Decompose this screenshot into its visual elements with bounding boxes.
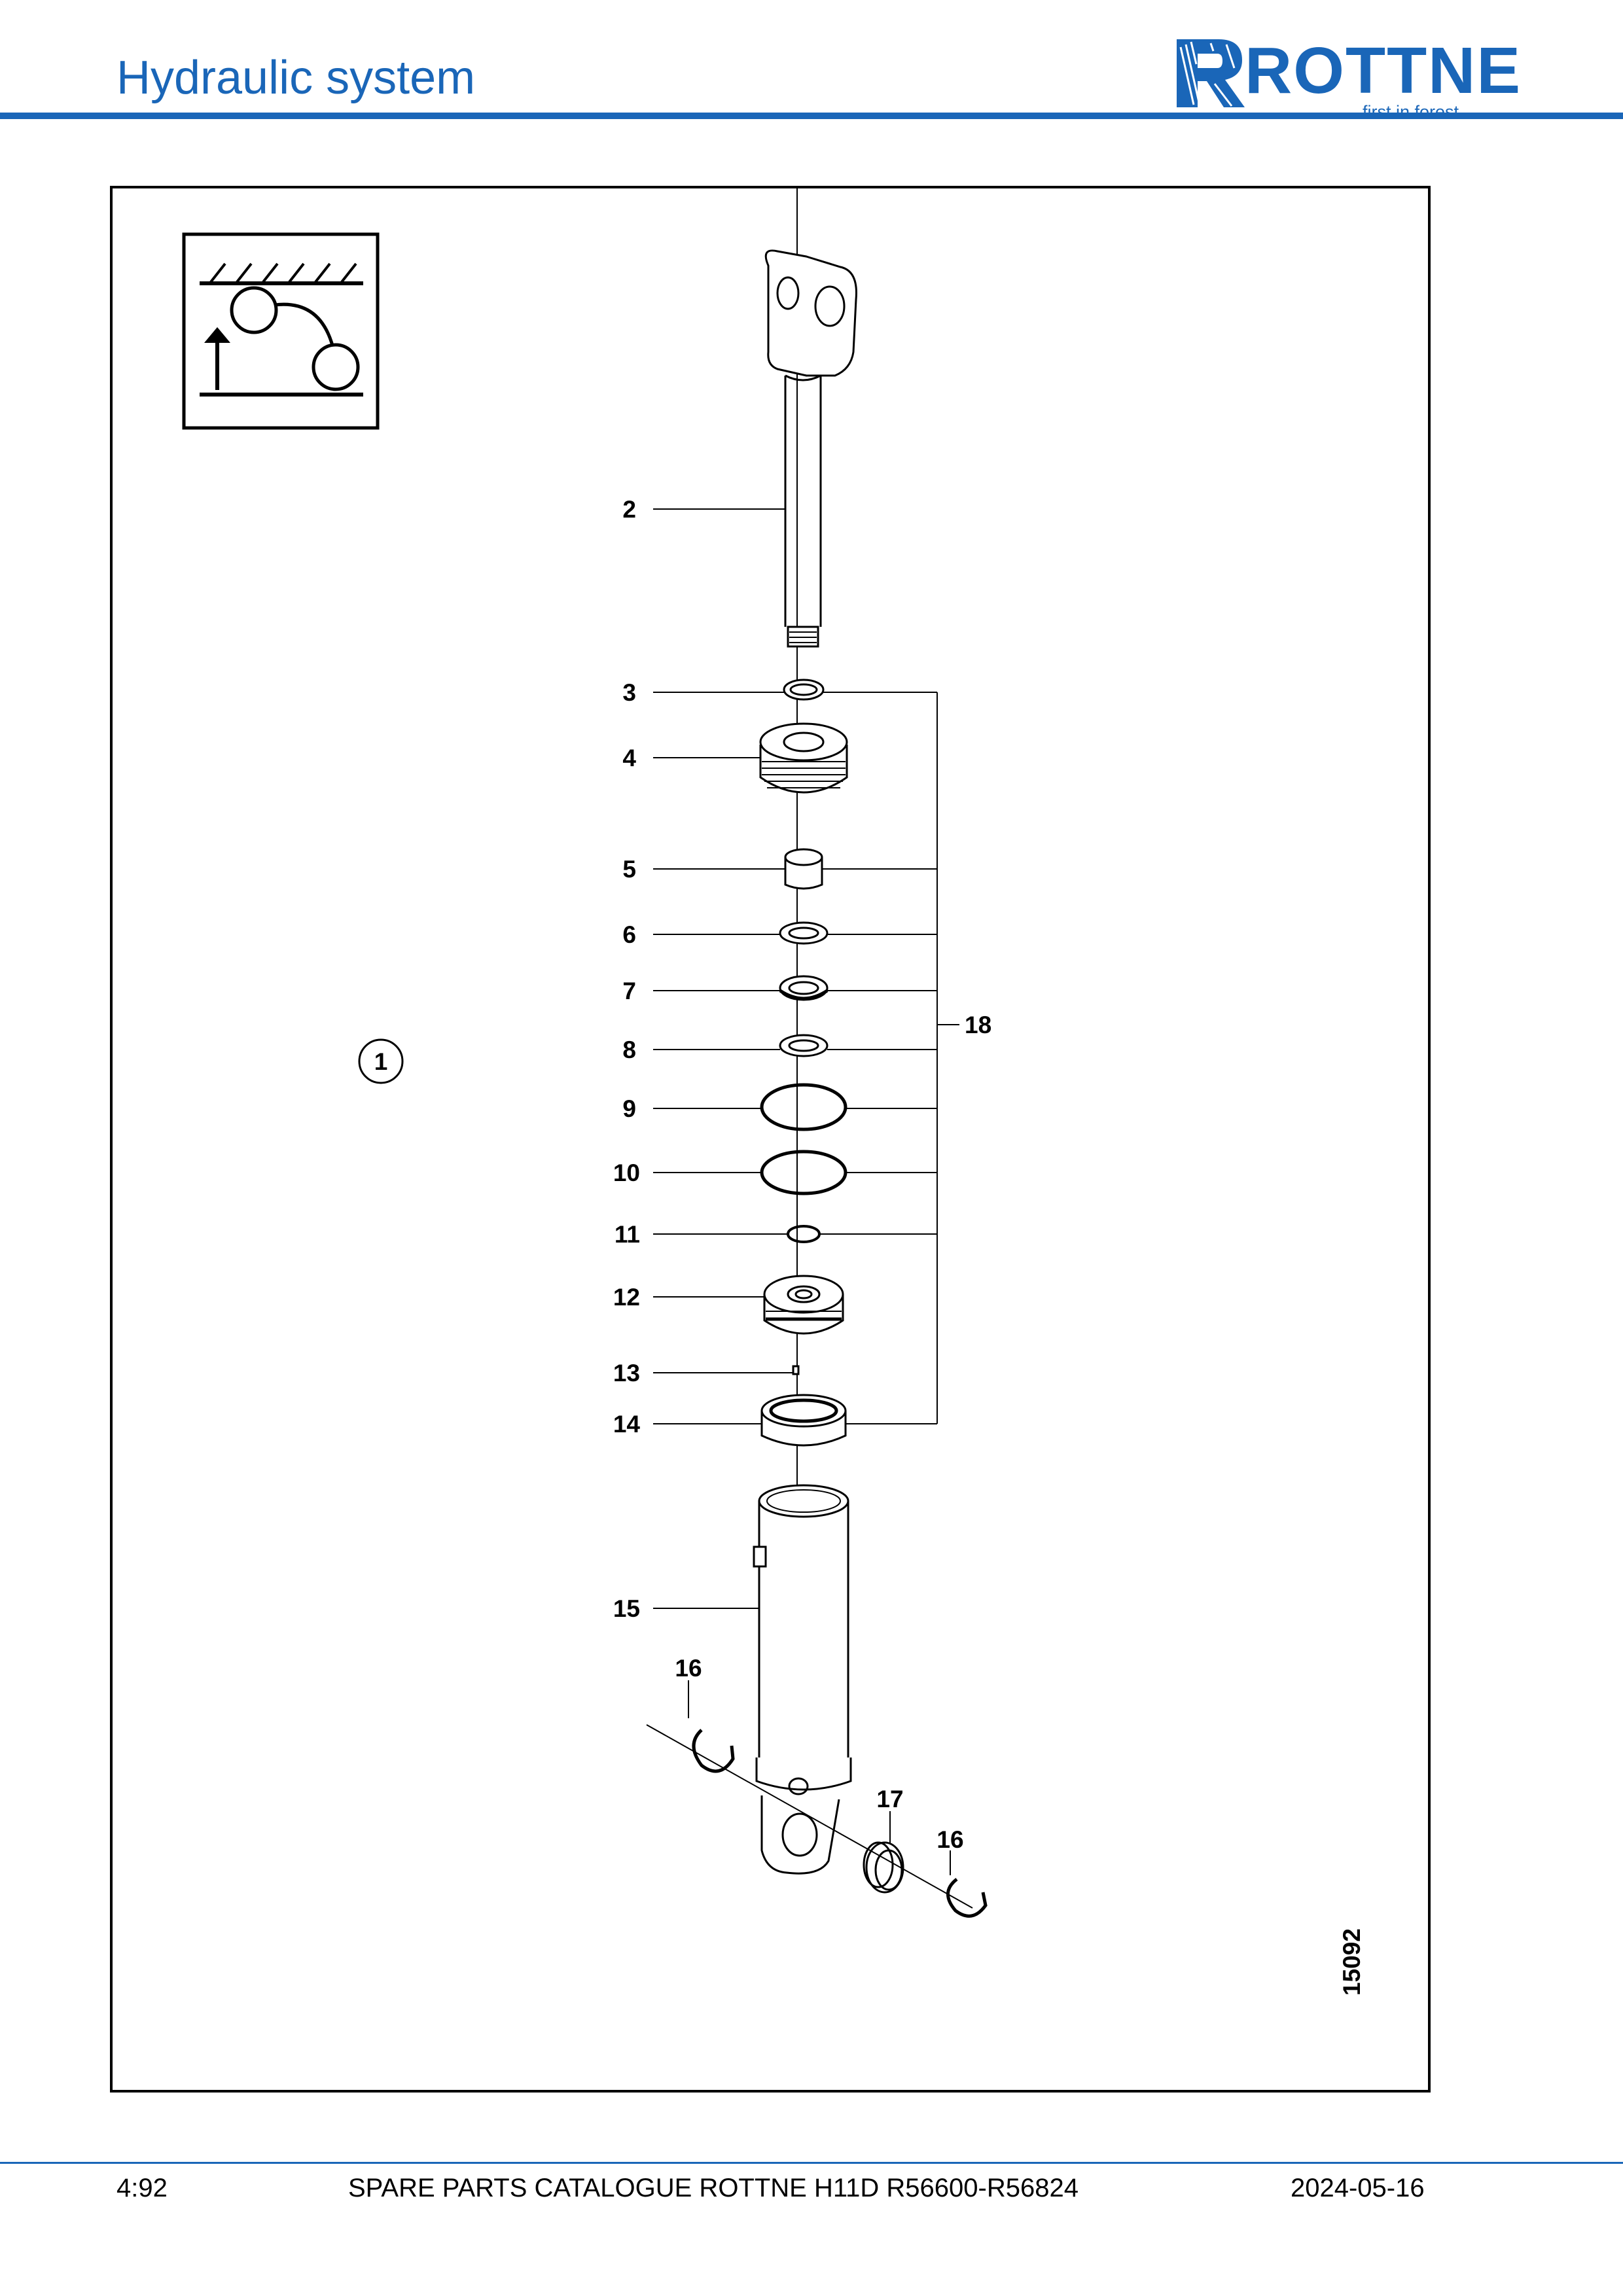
callout-10: 10 [613,1159,640,1186]
part-10-o-ring [760,1150,847,1195]
header-divider [0,113,1623,119]
part-4-cylinder-head [759,722,848,794]
part-14-nut [760,1394,847,1447]
rottne-logo: ROTTNE first in forest [1171,34,1520,122]
pin-axis-line [646,1724,973,1909]
part-6-ring [779,921,829,945]
page-number: 4:92 [116,2174,168,2202]
callout-7: 7 [622,978,636,1004]
callout-16-left: 16 [675,1655,702,1682]
callout-17: 17 [876,1786,903,1812]
part-9-o-ring [760,1083,847,1131]
page-title: Hydraulic system [116,52,476,104]
callout-15: 15 [613,1595,640,1622]
part-13-pin [792,1365,800,1375]
part-5-bushing [784,848,823,890]
callout-1-circle [358,1038,404,1084]
catalogue-title: SPARE PARTS CATALOGUE ROTTNE H11D R56600… [348,2174,1079,2202]
part-17-bearing [863,1841,904,1894]
callout-16-right: 16 [936,1826,963,1853]
callout-14: 14 [613,1411,641,1438]
callout-18: 18 [965,1012,991,1038]
parts-figure-frame: 1 2 3 4 5 6 7 8 9 10 11 12 13 14 15 16 1… [110,186,1431,2093]
boom-lift-cylinder-icon [182,232,380,430]
callout-1: 1 [374,1048,388,1075]
part-3-ring [783,679,825,701]
part-11-ring [787,1225,821,1243]
publication-date: 2024-05-16 [1291,2174,1425,2202]
callout-2: 2 [622,496,636,523]
callout-3: 3 [622,679,636,706]
footer-divider [0,2162,1623,2164]
exploded-view-diagram: 1 2 3 4 5 6 7 8 9 10 11 12 13 14 15 16 1… [182,188,1365,1996]
drawing-number: 15092 [1338,1928,1365,1996]
part-16-lock-ring-right [946,1878,988,1918]
leader-lines [653,508,959,1875]
rottne-logo-icon [1177,39,1245,107]
callout-13: 13 [613,1360,640,1386]
callout-4: 4 [622,745,636,771]
part-16-lock-ring-left [692,1729,735,1773]
part-8-ring [779,1034,829,1057]
piston-rod [764,249,857,648]
callout-8: 8 [622,1036,636,1063]
callout-5: 5 [622,856,636,883]
part-12-piston [763,1275,844,1335]
brand-name: ROTTNE [1245,34,1522,107]
callout-12: 12 [613,1284,640,1311]
callout-6: 6 [622,921,636,948]
part-15-cylinder-barrel [753,1484,852,1875]
callout-9: 9 [622,1095,636,1122]
callout-11: 11 [615,1221,640,1248]
